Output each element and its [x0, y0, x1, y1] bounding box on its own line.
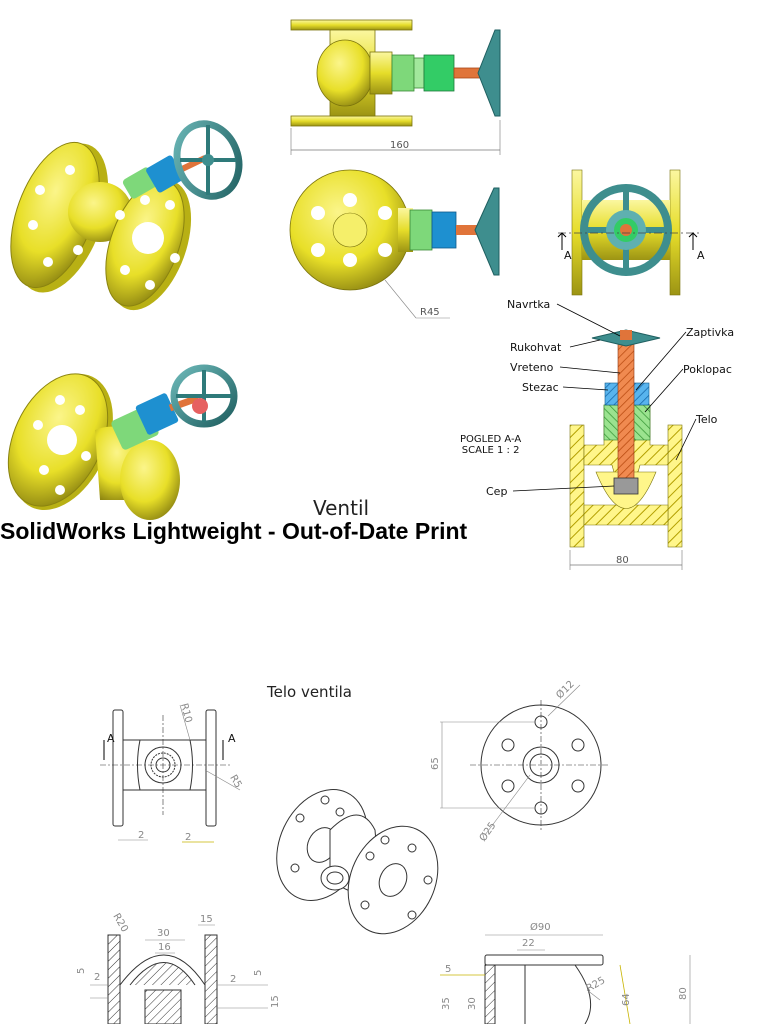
dim-35: 35: [441, 997, 452, 1010]
dim-80b: 80: [678, 987, 689, 1000]
callout-telo: Telo: [695, 413, 718, 426]
dim-16: 16: [158, 942, 171, 953]
callout-rukohvat: Rukohvat: [510, 341, 562, 354]
valve-front-view: 160: [290, 19, 501, 155]
dim-2b: 2: [185, 832, 191, 843]
dim-65: 65: [430, 757, 441, 770]
dim-30: 30: [157, 928, 170, 939]
sheet2-title: Telo ventila: [267, 683, 352, 701]
dim-r10: R10: [178, 702, 194, 724]
section-marker-a-right: A: [228, 732, 236, 745]
dim-dia90: Ø90: [530, 921, 551, 933]
section-marker-right: A: [697, 249, 705, 262]
sheet1-title: Ventil: [313, 496, 370, 520]
dim-160: 160: [390, 140, 409, 151]
section-view-label: POGLED A-A SCALE 1 : 2: [460, 434, 521, 456]
callout-poklopac: Poklopac: [683, 363, 732, 376]
dim-dia12: Ø12: [554, 678, 577, 701]
dim-2d: 2: [230, 974, 236, 985]
dim-r25: R25: [585, 975, 608, 994]
out-of-date-banner: SolidWorks Lightweight - Out-of-Date Pri…: [0, 518, 468, 544]
section-view-name: POGLED A-A: [460, 434, 522, 445]
callout-cep: Cep: [486, 485, 507, 498]
body-flange-view: [440, 684, 610, 836]
section-view-scale: SCALE 1 : 2: [461, 445, 520, 456]
dim-2a: 2: [138, 830, 144, 841]
dim-30b: 30: [467, 997, 478, 1010]
callout-vreteno: Vreteno: [510, 361, 554, 374]
dim-2c: 2: [94, 972, 100, 983]
callout-stezac: Stezac: [522, 381, 559, 394]
section-view-aa: 80: [569, 329, 683, 570]
body-front-view: [100, 704, 241, 843]
dim-dia25: Ø25: [477, 820, 499, 844]
valve-iso-view-2: [7, 364, 238, 520]
dim-64: 64: [621, 993, 632, 1006]
part-callouts: Navrtka Rukohvat Vreteno Stezac Zaptivka…: [486, 298, 734, 498]
callout-navrtka: Navrtka: [507, 298, 550, 311]
body-iso-view: [276, 789, 439, 935]
dim-r20: R20: [110, 912, 129, 935]
valve-iso-view-1: [10, 120, 243, 311]
dim-5b: 5: [253, 970, 264, 976]
callout-zaptivka: Zaptivka: [686, 326, 734, 339]
section-marker-left: A: [564, 249, 572, 262]
dim-15b: 15: [270, 995, 281, 1008]
valve-side-view: R45: [289, 169, 500, 319]
dim-80: 80: [616, 555, 629, 566]
dim-5a: 5: [76, 968, 87, 974]
dim-r5: R5: [227, 773, 243, 790]
dim-5c: 5: [445, 964, 451, 975]
dim-r45: R45: [420, 307, 440, 318]
dim-15: 15: [200, 914, 213, 925]
body-section-view: [90, 924, 268, 1024]
valve-top-view: A A: [557, 169, 705, 296]
dim-22: 22: [522, 938, 535, 949]
body-side-section-view: [440, 934, 691, 1024]
section-marker-a-left: A: [107, 732, 115, 745]
